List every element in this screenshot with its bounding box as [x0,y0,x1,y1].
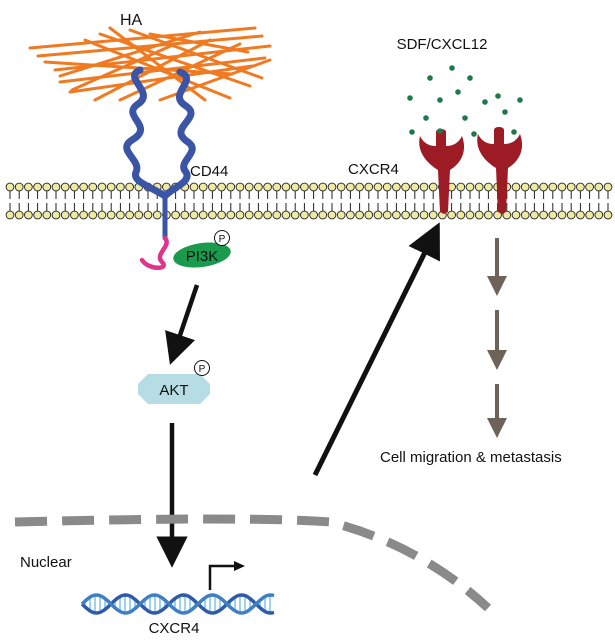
bound-ligand-dot [437,128,443,134]
sdf-cxcl12-ligands [407,65,523,137]
transcription-start-icon [208,564,236,590]
pi3k-label: PI3K [186,248,219,265]
akt-label: AKT [159,382,188,399]
cd44-label: CD44 [190,163,228,180]
pi3k-node: PI3K [173,242,231,268]
cxcr4-receptor-label: CXCR4 [348,161,399,178]
arrow-pi3k-to-akt [165,284,200,365]
akt-phospho-icon: P [194,360,210,376]
outcome-label: Cell migration & metastasis [380,449,562,466]
cd44-receptor [123,66,196,270]
pi3k-phospho-icon: P [214,230,230,246]
cxcr4-gene-label: CXCR4 [149,620,200,637]
dna-helix-icon [80,593,275,615]
arrow-gene-to-receptor [312,222,440,477]
nuclear-membrane [14,514,492,612]
cxcr4-receptor-right [477,127,523,214]
akt-phospho-label: P [199,364,206,375]
cell-membrane [5,182,613,220]
sdf-label: SDF/CXCL12 [397,36,488,53]
akt-node: AKT [138,374,210,404]
nuclear-label: Nuclear [20,554,72,571]
pi3k-phospho-label: P [219,234,226,245]
hyaluronic-acid-fibers [28,26,272,102]
cxcr4-receptor-left [419,129,465,214]
ha-label: HA [120,12,143,29]
